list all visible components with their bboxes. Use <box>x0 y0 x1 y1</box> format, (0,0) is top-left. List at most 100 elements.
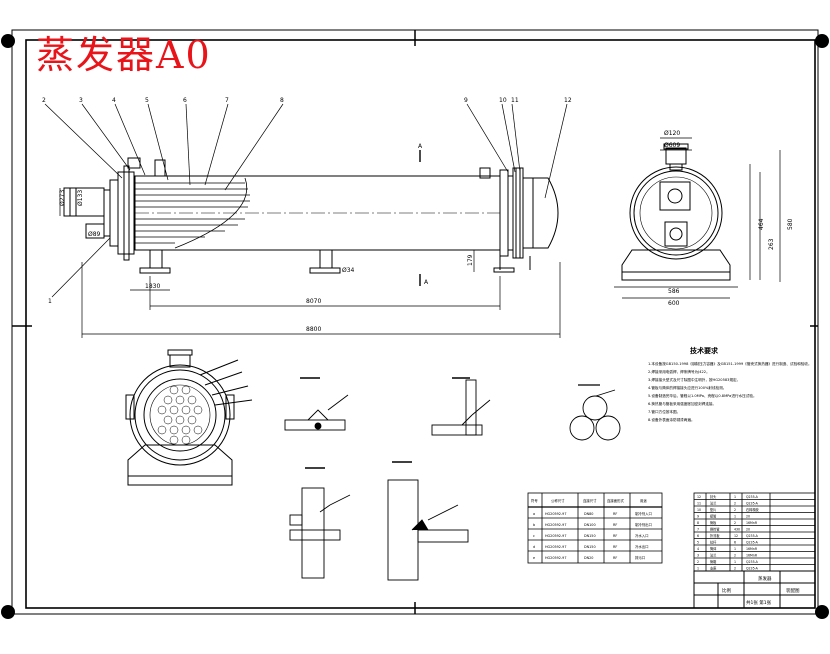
nozzle-table-header: 用途 <box>640 498 647 503</box>
nozzle-table-header: 连接面形式 <box>607 498 625 503</box>
tech-requirement-line: 2.焊接采用电弧焊，焊条牌号为J422。 <box>648 369 710 374</box>
part-number: 4 <box>112 97 116 104</box>
parts-row-mat: 20 <box>746 528 750 532</box>
tech-requirement-line: 3.焊接接头型式及尺寸除图中注明外，按HG20583规定。 <box>648 377 740 382</box>
dimension-label: 8070 <box>306 298 321 305</box>
nozzle-table-cell: DN20 <box>584 556 593 560</box>
parts-row-mat: 石棉橡胶 <box>746 507 760 512</box>
parts-row-mat: Q235-A <box>746 567 759 571</box>
parts-row-qty: 2 <box>734 567 736 571</box>
tech-requirements-heading: 技术要求 <box>690 346 719 355</box>
parts-row-mat: Q235-A <box>746 534 759 538</box>
sheet-label: 共1张 第1张 <box>746 599 772 606</box>
nozzle-table-cell: DN100 <box>584 523 596 527</box>
part-number: 9 <box>464 97 468 104</box>
part-number: 7 <box>225 97 229 104</box>
parts-row-qty: 6 <box>734 541 736 545</box>
parts-row-qty: 2 <box>734 508 736 512</box>
parts-list <box>693 492 816 572</box>
parts-row-mat: Q235-A <box>746 495 759 499</box>
corner-mark-tl <box>1 34 15 48</box>
parts-row-name: 拉杆 <box>710 540 717 545</box>
parts-row-qty: 430 <box>734 528 740 532</box>
parts-row-name: 接管 <box>710 514 716 519</box>
corner-mark-tr <box>815 34 829 48</box>
parts-row-mat: Q235-A <box>746 541 759 545</box>
tech-requirement-line: 7.管口方位按本图。 <box>648 409 680 414</box>
parts-row-no: 6 <box>697 534 699 538</box>
part-number: 10 <box>499 97 507 104</box>
dimension-label: 263 <box>768 238 775 250</box>
nozzle-table-header: 公称尺寸 <box>551 498 565 503</box>
parts-row-qty: 1 <box>734 515 736 519</box>
parts-row-name: 支座 <box>710 566 717 571</box>
cross-section-view <box>125 349 253 486</box>
title-block-text: 蒸发器 装配图 比例 共1张 第1张 <box>722 575 800 606</box>
parts-row-no: 1 <box>697 567 699 571</box>
nozzle-table-cell: a <box>533 512 535 516</box>
drawing-title: 蒸发器A0 <box>36 33 212 77</box>
nozzle-table-cell: HG20592-97 <box>545 556 567 560</box>
part-number: 11 <box>511 97 519 104</box>
nozzle-table-cell: DN80 <box>584 512 593 516</box>
tech-requirement-line: 1.本设备按GB150-1998《钢制压力容器》及GB151-1999《管壳式换… <box>648 361 812 366</box>
tech-requirement-line: 8.设备外表面涂防锈漆两遍。 <box>648 417 695 422</box>
parts-list-text: 12 封头 1 Q235-A 11 法兰 2 Q235-A 10 垫片 2 石棉… <box>697 494 760 571</box>
part-number: 1 <box>48 298 52 305</box>
nozzle-table-cell: RF <box>613 512 617 516</box>
nozzle-table-cell: 制冷剂入口 <box>635 511 652 516</box>
parts-row-no: 2 <box>697 560 699 564</box>
inner-frame <box>25 39 816 609</box>
section-mark: A <box>424 279 429 286</box>
nozzle-table-cell: DN150 <box>584 534 596 538</box>
drawing-name: 蒸发器 <box>758 575 772 582</box>
dimension-label: Ø120 <box>664 130 680 137</box>
parts-row-qty: 1 <box>734 495 736 499</box>
parts-row-qty: 2 <box>734 502 736 506</box>
nozzle-table-cell: c <box>533 534 535 538</box>
parts-row-no: 4 <box>697 547 699 551</box>
parts-row-name: 垫片 <box>710 507 716 512</box>
nozzle-table-cell: b <box>533 523 535 527</box>
dimension-label: 586 <box>668 288 680 295</box>
tech-requirement-line: 6.换热管与管板采用强度胀加密封焊连接。 <box>648 401 716 406</box>
corner-mark-br <box>815 605 829 619</box>
nozzle-table-text: 符号 公称尺寸 连接尺寸 连接面形式 用途 a HG20592-97 DN80 … <box>531 498 652 560</box>
nozzle-table-cell: RF <box>613 545 617 549</box>
corner-mark-bl <box>1 605 15 619</box>
main-view-labels: 2 3 4 5 6 7 8 9 10 11 12 1 8800 8070 183… <box>42 97 572 333</box>
parts-row-no: 5 <box>697 541 699 545</box>
dimension-label: Ø34 <box>342 267 355 274</box>
parts-row-name: 管板 <box>710 520 717 525</box>
nozzle-table-cell: HG20592-97 <box>545 523 567 527</box>
parts-row-qty: 12 <box>734 534 738 538</box>
parts-row-name: 封头 <box>710 494 717 499</box>
parts-row-no: 7 <box>697 528 699 532</box>
parts-row-mat: Q235-A <box>746 502 759 506</box>
nozzle-table-cell: RF <box>613 523 617 527</box>
parts-row-name: 法兰 <box>710 553 716 558</box>
nozzle-table-cell: e <box>533 556 535 560</box>
nozzle-table-cell: HG20592-97 <box>545 534 567 538</box>
parts-row-mat: 16MnR <box>746 554 758 558</box>
nozzle-table-cell: 冷水入口 <box>635 533 649 538</box>
parts-row-name: 折流板 <box>710 533 720 538</box>
title-block <box>693 570 816 609</box>
parts-row-qty: 2 <box>734 554 736 558</box>
dimension-label: Ø609 <box>664 142 680 149</box>
part-number: 6 <box>183 97 187 104</box>
nozzle-table <box>527 492 663 564</box>
parts-row-no: 8 <box>697 521 699 525</box>
parts-row-name: 管箱 <box>710 559 717 564</box>
parts-row-qty: 1 <box>734 560 736 564</box>
scale-label: 比例 <box>722 587 731 594</box>
part-number: 5 <box>145 97 149 104</box>
part-number: 12 <box>564 97 572 104</box>
school-label: 装配图 <box>786 587 800 594</box>
dimension-label: 8800 <box>306 326 321 333</box>
nozzle-table-cell: 制冷剂出口 <box>635 522 652 527</box>
parts-row-mat: 20 <box>746 515 750 519</box>
parts-row-mat: 16MnR <box>746 547 758 551</box>
parts-row-mat: Q235-A <box>746 560 759 564</box>
